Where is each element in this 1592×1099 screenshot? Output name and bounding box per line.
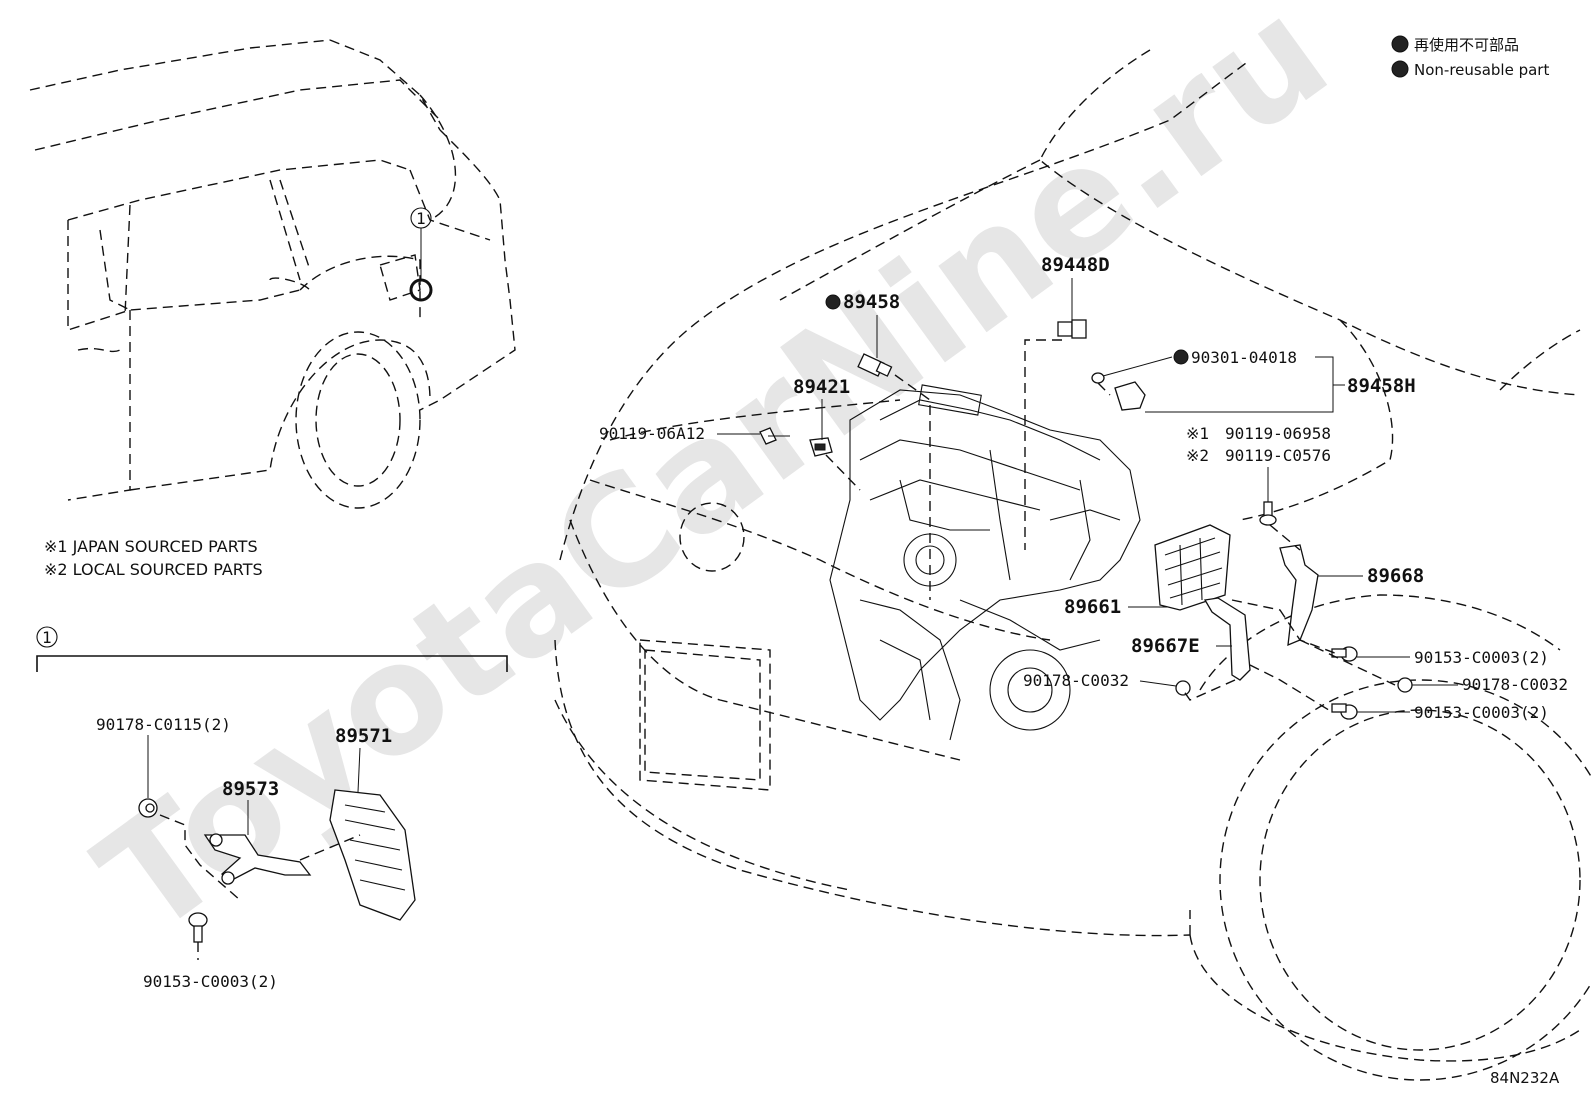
non-reusable-dot-icon [1391, 35, 1409, 53]
callout-number: 1 [416, 209, 426, 228]
bolt-90153-C0003-a [1331, 646, 1358, 662]
note-japan-sourced: ※1 JAPAN SOURCED PARTS [44, 537, 258, 556]
sensor-89448D [1057, 319, 1087, 339]
label-89573: 89573 [222, 778, 279, 800]
label-89458H: 89458H [1347, 375, 1416, 397]
washer-90301 [1091, 372, 1105, 384]
non-reusable-dot-icon [825, 294, 841, 310]
non-reusable-dot-icon [1391, 60, 1409, 78]
engine-assembly [829, 384, 1141, 741]
note-local-sourced: ※2 LOCAL SOURCED PARTS [44, 560, 263, 579]
label-89661: 89661 [1064, 596, 1121, 618]
front-vehicle-outline [554, 49, 1592, 1081]
bolt-90119-06A12 [759, 427, 790, 445]
legend: 再使用不可部品 Non-reusable part [1391, 35, 1549, 79]
label-89668: 89668 [1367, 565, 1424, 587]
clip-89421 [809, 437, 833, 457]
bracket-89668 [1279, 544, 1319, 647]
label-90178-C0032-a: 90178-C0032 [1023, 671, 1129, 690]
sensor-89458 [857, 353, 893, 377]
label-90119-06958: 90119-06958 [1225, 424, 1331, 443]
label-89571: 89571 [335, 725, 392, 747]
bolt-icon [188, 912, 208, 943]
callout-circle-icon [409, 278, 433, 302]
watermark: ToyotaCarNine.ru [69, 0, 1359, 969]
sensor-89458H [1114, 381, 1146, 411]
label-90119-C0576: 90119-C0576 [1225, 446, 1331, 465]
legend-en-text: Non-reusable part [1414, 61, 1549, 79]
bolt-90153-C0003-b [1331, 703, 1358, 720]
legend-jp-text: 再使用不可部品 [1414, 36, 1519, 54]
label-note2-marker: ※2 [1186, 446, 1209, 465]
bracket-89573 [203, 834, 312, 881]
nut-icon [138, 798, 158, 818]
assembly-guides [825, 339, 1396, 713]
label-90301-04018: 90301-04018 [1191, 348, 1297, 367]
label-89421: 89421 [793, 376, 850, 398]
label-89458: 89458 [843, 291, 900, 313]
nut-90178-C0032-a [1175, 680, 1191, 696]
label-90178-C0115: 90178-C0115(2) [96, 715, 231, 734]
subassembly-parts [138, 789, 416, 960]
bracket-89667E [1203, 597, 1251, 681]
label-90153-C0003-sub: 90153-C0003(2) [143, 972, 278, 991]
label-90153-C0003-a: 90153-C0003(2) [1414, 648, 1549, 667]
subassembly-bracket: 1 [36, 626, 508, 672]
label-89448D: 89448D [1041, 254, 1110, 276]
subassembly-callout-number: 1 [42, 628, 52, 647]
ecu-89661 [1154, 524, 1231, 611]
non-reusable-dot-icon [1173, 349, 1189, 365]
label-90153-C0003-b: 90153-C0003(2) [1414, 703, 1549, 722]
label-90178-C0032-b: 90178-C0032 [1462, 675, 1568, 694]
rear-vehicle-outline [29, 39, 516, 509]
label-90119-06A12: 90119-06A12 [599, 424, 705, 443]
callout-marker-1-car: 1 [409, 207, 433, 302]
label-89667E: 89667E [1131, 635, 1200, 657]
figure-code: 84N232A [1490, 1069, 1560, 1087]
bolt-90119-06958 [1259, 501, 1277, 526]
label-note1-marker: ※1 [1186, 424, 1209, 443]
nut-90178-C0032-b [1397, 677, 1413, 693]
